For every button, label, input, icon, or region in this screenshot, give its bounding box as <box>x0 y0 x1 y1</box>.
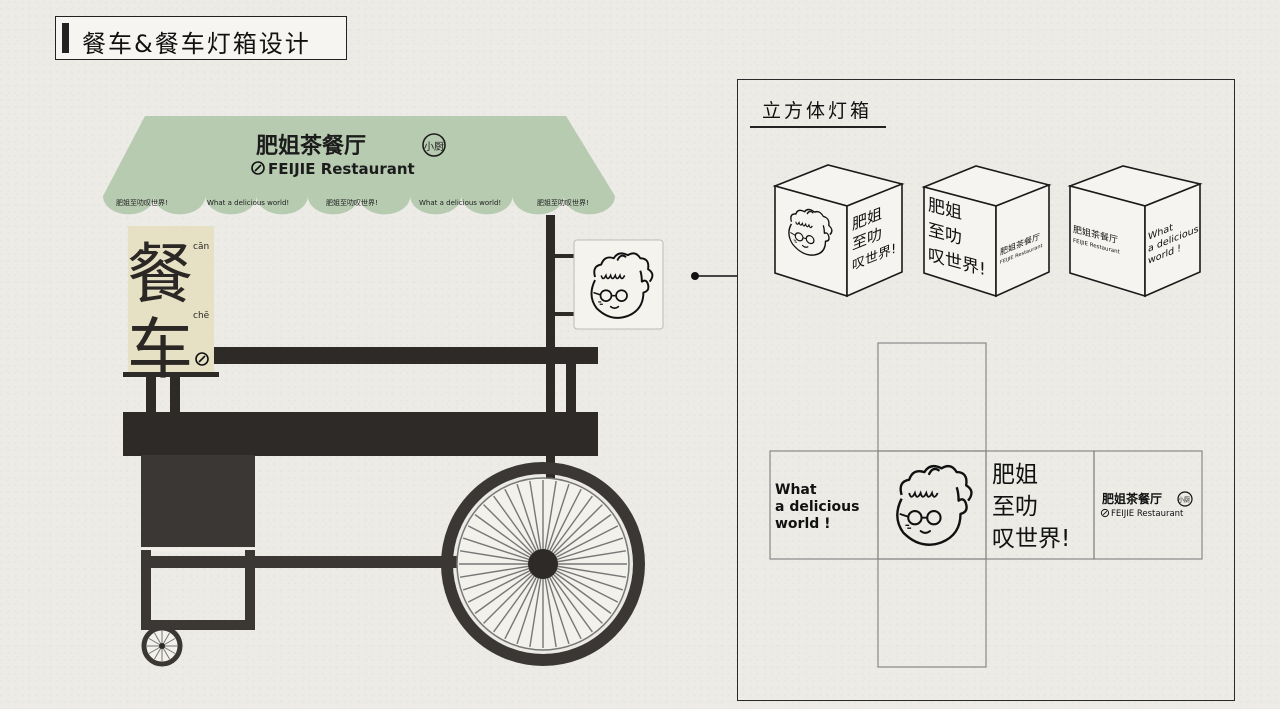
hanging-face-sign <box>573 239 664 330</box>
awning-slogan-cn-2: 肥姐至叻叹世界! <box>326 198 378 207</box>
awning-brand-en: FEIJIE Restaurant <box>268 160 415 178</box>
net-bottom-face <box>877 558 987 668</box>
cube-2 <box>921 165 1052 298</box>
net-top-face <box>877 342 987 452</box>
title-accent-bar <box>62 23 69 53</box>
cube-1 <box>772 164 905 298</box>
panel-label: 立方体灯箱 <box>762 100 873 122</box>
cart-cabinet <box>141 455 255 547</box>
banner-char-2: 车 <box>127 311 193 388</box>
cube-net <box>769 342 1203 668</box>
awning-brand-badge: 小厨 <box>424 141 444 153</box>
net-en-line1: What <box>775 482 817 498</box>
net-brand-cn: 肥姐茶餐厅 <box>1102 491 1162 506</box>
cart-rear-pole <box>546 215 555 555</box>
banner-pinyin-2: chē <box>193 311 210 321</box>
cart-upper-shelf <box>140 347 598 364</box>
section-title-box: 餐车&餐车灯箱设计 <box>55 16 347 60</box>
frame-inner <box>245 550 255 630</box>
sign-arm-bottom <box>554 312 576 316</box>
awning-slogan-en-1: What a delicious world! <box>207 199 289 207</box>
vertical-banner: 餐 车 cān chē <box>123 226 219 388</box>
net-en-line3: world ! <box>775 516 831 532</box>
banner-pinyin-1: cān <box>193 242 209 252</box>
cube-lightbox-panel: 立方体灯箱 <box>737 79 1235 701</box>
awning-slogan-cn-3: 肥姐至叻叹世界! <box>537 198 589 207</box>
awning-slogan-cn-1: 肥姐至叻叹世界! <box>116 198 168 207</box>
net-brand-badge: 小厨 <box>1178 496 1190 504</box>
cube-3 <box>1067 165 1203 298</box>
awning-slogan-en-2: What a delicious world! <box>419 199 501 207</box>
panel-label-underline <box>750 126 886 128</box>
awning-brand-cn: 肥姐茶餐厅 <box>256 133 366 159</box>
net-far-right-face <box>1093 450 1203 560</box>
big-wheel <box>441 462 645 666</box>
upper-shelf-leg-left <box>146 362 156 418</box>
net-brand-en: FEIJIE Restaurant <box>1111 509 1184 519</box>
net-slogan-line3: 叹世界! <box>992 526 1070 552</box>
net-brand-logo-icon <box>1100 508 1110 518</box>
net-face-icon <box>896 464 973 546</box>
cabinet-divider <box>141 548 255 551</box>
frame-left <box>141 550 151 630</box>
net-slogan-line2: 至叻 <box>992 494 1038 520</box>
awning: 肥姐茶餐厅 小厨 FEIJIE Restaurant 肥姐至叻叹世界! What… <box>103 116 615 215</box>
awning-brand-badge-ring <box>422 133 446 157</box>
net-brand-badge-ring <box>1177 491 1193 507</box>
upper-shelf-leg-mid <box>170 362 180 418</box>
net-en-line2: a delicious <box>775 499 859 515</box>
section-title: 餐车&餐车灯箱设计 <box>82 30 311 58</box>
net-slogan-line1: 肥姐 <box>992 462 1038 488</box>
frame-bottom <box>141 620 255 630</box>
sign-arm-top <box>554 254 576 258</box>
cart-counter <box>123 412 598 456</box>
banner-char-1: 餐 <box>127 236 193 313</box>
small-wheel <box>141 625 183 667</box>
upper-shelf-leg-right <box>566 362 576 418</box>
